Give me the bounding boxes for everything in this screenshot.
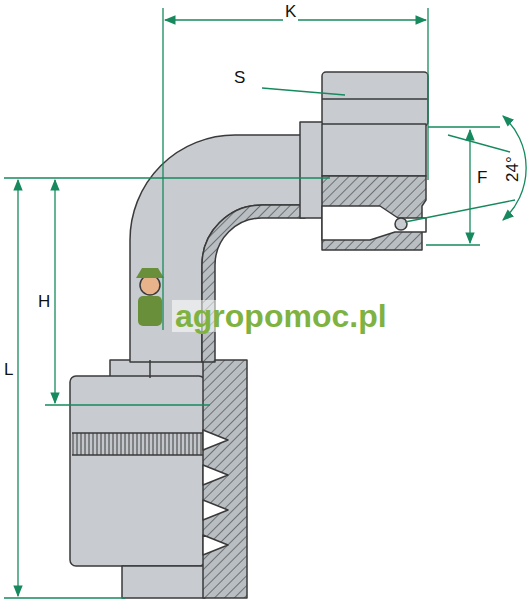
part-letter: S (232, 68, 247, 87)
watermark: agropomoc.pl (172, 300, 390, 332)
dimension-letter: F (475, 168, 489, 187)
angle-dimension: 24° (503, 154, 522, 184)
dimension-letter: K (283, 2, 298, 21)
dimension-letter: H (36, 292, 52, 311)
dimension-letter: L (2, 360, 15, 379)
